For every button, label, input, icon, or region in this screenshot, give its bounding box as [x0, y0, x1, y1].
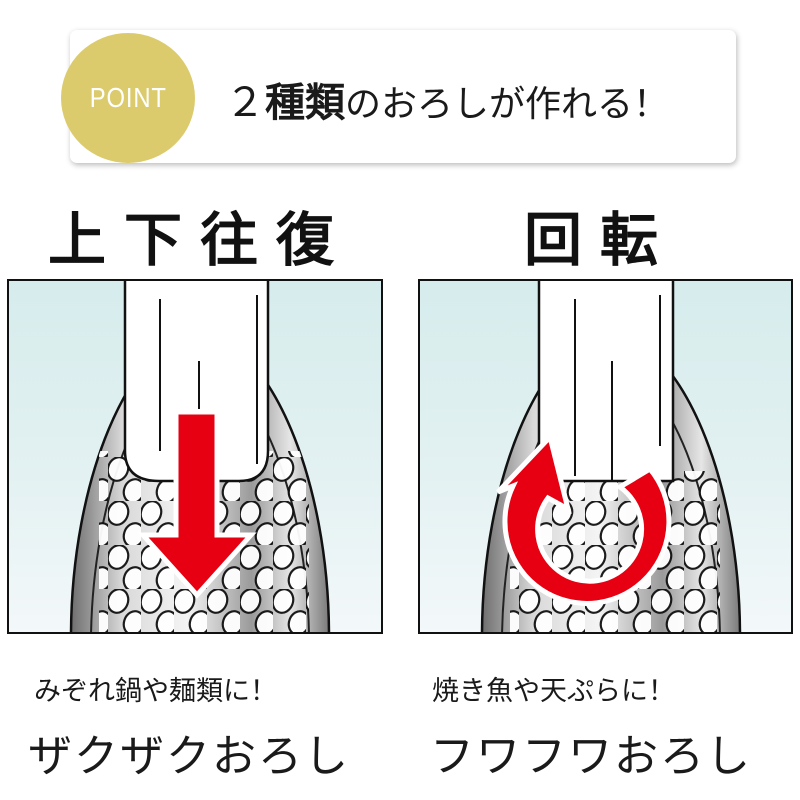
point-badge: POINT — [61, 33, 195, 163]
headline-number: ２ — [225, 80, 265, 126]
grater-handle — [537, 281, 675, 483]
point-badge-label: POINT — [89, 82, 167, 113]
mode-title-updown: 上下往復 — [48, 206, 353, 274]
illustration-updown — [7, 279, 383, 634]
headline-rest: のおろしが作れる！ — [345, 84, 670, 125]
headline: ２種類のおろしが作れる！ — [225, 70, 669, 128]
down-arrow-icon — [137, 409, 257, 599]
grater-illustration — [480, 281, 742, 632]
illustration-rotate — [418, 279, 793, 634]
rotate-arrow-icon — [496, 431, 672, 606]
headline-kanji: 種類 — [265, 80, 345, 126]
caption-main-updown: ザクザクおろし — [28, 731, 350, 782]
caption-main-rotate: フワフワおろし — [430, 731, 752, 782]
grater-illustration — [69, 281, 331, 632]
caption-sub-updown: みぞれ鍋や麺類に！ — [34, 676, 277, 707]
mode-title-rotate: 回転 — [524, 206, 677, 274]
caption-sub-rotate: 焼き魚や天ぷらに！ — [432, 676, 675, 707]
